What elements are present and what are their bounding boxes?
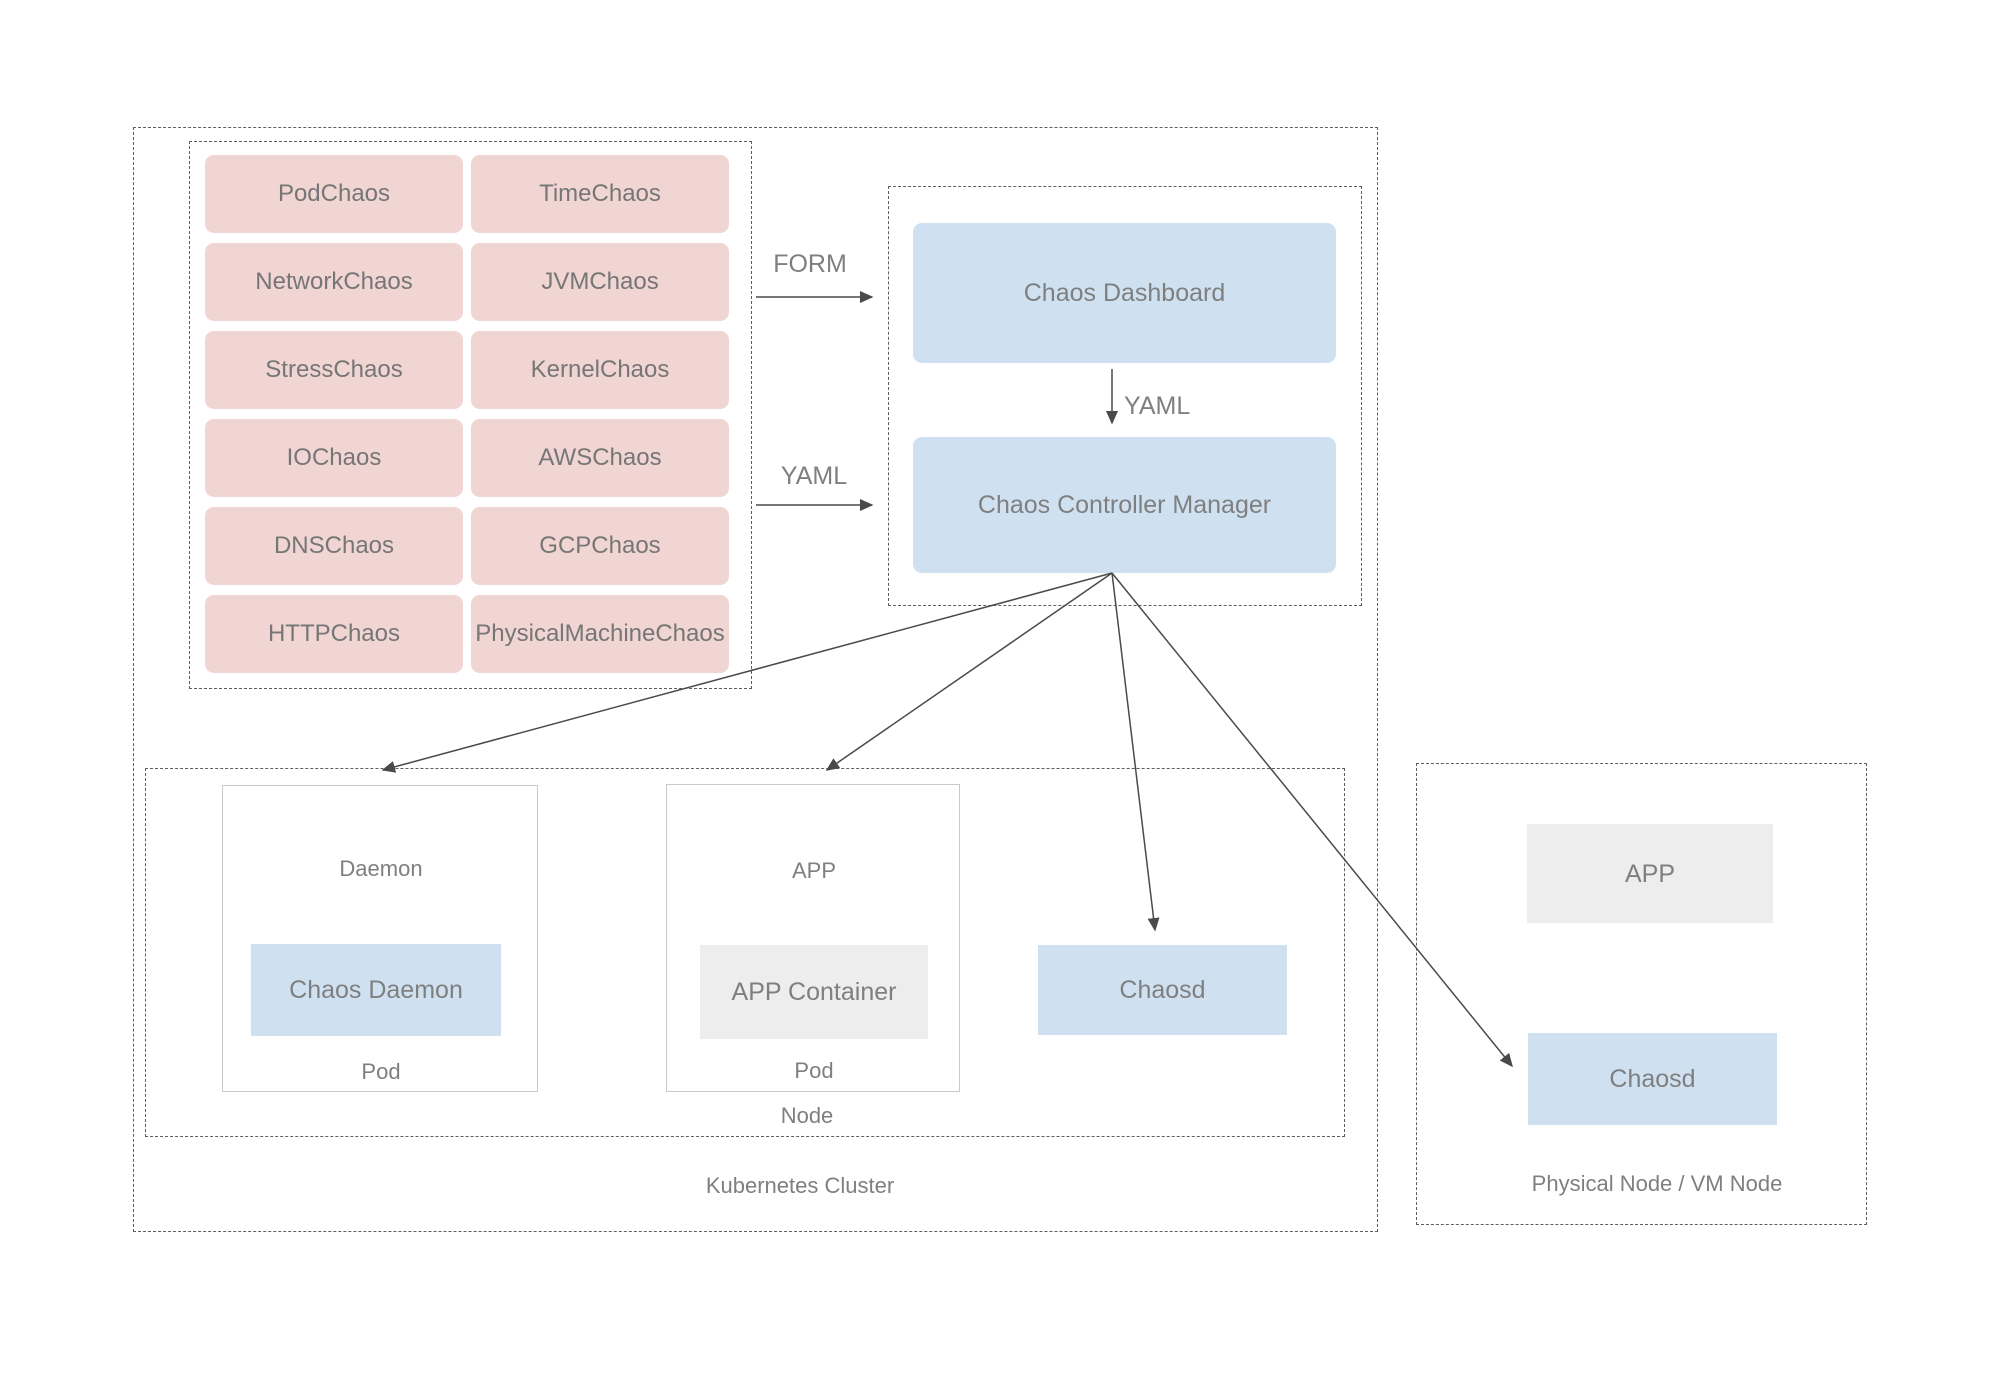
chaos-type-box: NetworkChaos (205, 243, 463, 321)
physical-app-box: APP (1527, 824, 1773, 923)
chaos-dashboard-box: Chaos Dashboard (913, 223, 1336, 363)
app-pod-title: APP (791, 857, 837, 883)
physical-node-label: Physical Node / VM Node (1531, 1170, 1783, 1196)
chaos-type-box: TimeChaos (471, 155, 729, 233)
kubernetes-cluster-label: Kubernetes Cluster (705, 1172, 895, 1198)
app-pod-box: APP APP Container Pod (666, 784, 960, 1092)
daemon-pod-box: Daemon Chaos Daemon Pod (222, 785, 538, 1092)
node-label: Node (780, 1102, 834, 1128)
chaos-type-box: PodChaos (205, 155, 463, 233)
chaos-type-box: GCPChaos (471, 507, 729, 585)
chaos-types-group: PodChaos TimeChaos NetworkChaos JVMChaos… (189, 141, 752, 689)
chaos-type-box: DNSChaos (205, 507, 463, 585)
chaos-type-box: StressChaos (205, 331, 463, 409)
chaos-type-box: KernelChaos (471, 331, 729, 409)
chaosd-physical-box: Chaosd (1528, 1033, 1777, 1125)
chaos-type-box: HTTPChaos (205, 595, 463, 673)
daemon-pod-title: Daemon (339, 855, 423, 881)
chaos-controller-manager-box: Chaos Controller Manager (913, 437, 1336, 573)
app-pod-caption: Pod (794, 1057, 834, 1083)
form-arrow-label: FORM (773, 250, 847, 278)
chaos-type-box: IOChaos (205, 419, 463, 497)
chaos-daemon-box: Chaos Daemon (251, 944, 501, 1036)
yaml-arrow-label-left: YAML (780, 462, 848, 490)
chaos-type-box: PhysicalMachineChaos (471, 595, 729, 673)
chaos-type-box: JVMChaos (471, 243, 729, 321)
daemon-pod-caption: Pod (361, 1058, 401, 1084)
chaos-type-box: AWSChaos (471, 419, 729, 497)
app-container-box: APP Container (700, 945, 928, 1039)
yaml-arrow-label-mid: YAML (1124, 392, 1191, 420)
chaosd-node-box: Chaosd (1038, 945, 1287, 1035)
